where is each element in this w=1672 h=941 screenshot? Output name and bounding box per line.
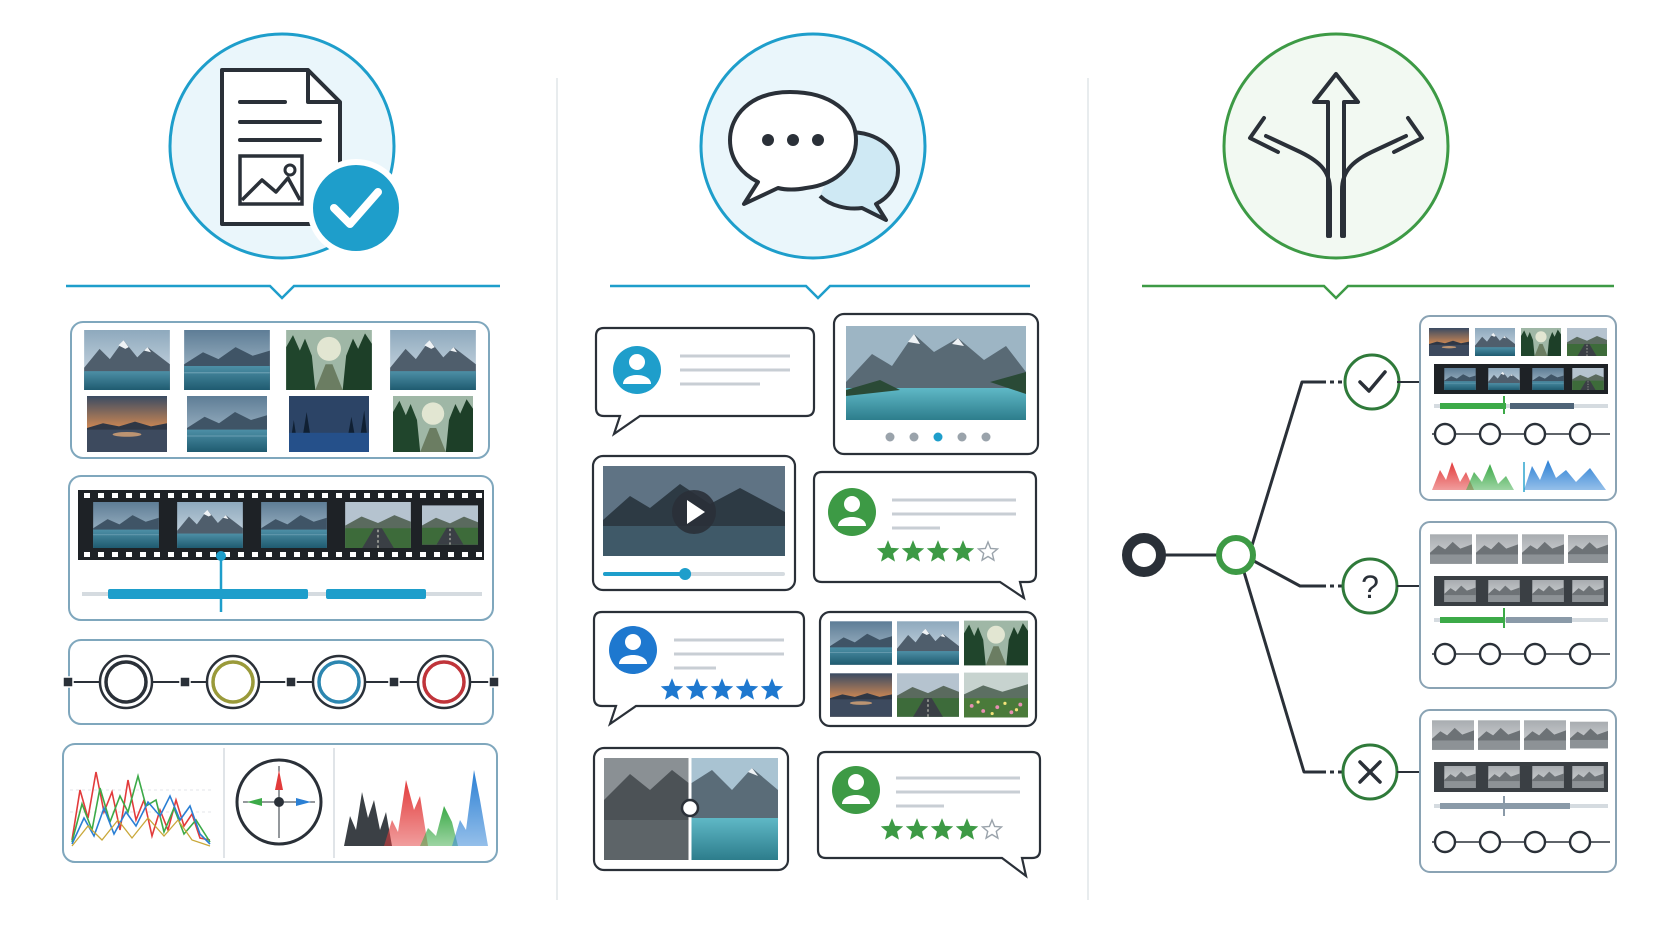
rgb-area-histogram [344,770,488,846]
star-filled-icon [901,540,925,562]
review-bubble[interactable] [592,610,806,727]
star-rating [660,678,784,700]
image-gallery [818,610,1038,728]
start-node[interactable] [1122,533,1166,577]
star-filled-icon [735,678,759,700]
carousel-image[interactable] [846,326,1026,420]
histogram-card [62,743,498,863]
color-ring[interactable] [416,654,472,710]
sequence-node[interactable] [62,676,74,688]
carousel-dot[interactable] [885,432,895,442]
outcome-card-rejected[interactable] [1419,709,1617,873]
star-filled-icon [710,678,734,700]
sequence-node[interactable] [179,676,191,688]
outcome-card-pending[interactable] [1419,521,1617,689]
compare-before-image [604,758,690,860]
color-ring[interactable] [311,654,367,710]
carousel-dot[interactable] [981,432,991,442]
avatar [828,488,876,536]
star-rating [880,818,1004,840]
star-filled-icon [685,678,709,700]
section-divider [610,284,1030,300]
star-empty-icon [976,540,1000,562]
avatar [609,626,657,674]
column-verification [62,32,500,863]
star-filled-icon [955,818,979,840]
column-decision: ? [1122,32,1617,873]
playhead-handle[interactable] [216,551,226,561]
carousel-dot-active[interactable] [933,432,943,442]
star-filled-icon [880,818,904,840]
star-empty-icon [980,818,1004,840]
star-filled-icon [951,540,975,562]
rgb-line-histogram [70,771,214,847]
question-mark: ? [1361,569,1379,605]
outcome-card-approved[interactable] [1419,315,1617,501]
avatar [832,766,880,814]
sequence-node[interactable] [285,676,297,688]
star-filled-icon [926,540,950,562]
section-divider [66,284,500,300]
star-filled-icon [876,540,900,562]
compare-handle[interactable] [680,798,700,818]
color-ring[interactable] [205,654,261,710]
review-bubble[interactable] [594,326,816,437]
play-button[interactable] [672,490,716,534]
column-feedback [591,32,1042,879]
timeline-segment[interactable] [326,589,426,599]
video-scrubber[interactable] [679,568,692,580]
star-filled-icon [660,678,684,700]
chat-bubbles-icon [699,32,927,260]
branching-arrows-icon [1222,32,1450,260]
avatar [613,346,661,394]
image-carousel [832,312,1040,456]
review-bubble[interactable] [816,750,1042,879]
star-rating [876,540,1000,562]
film-sprockets [84,493,482,557]
question-icon[interactable]: ? [1341,557,1399,615]
star-filled-icon [930,818,954,840]
compare-after-image [690,758,778,860]
color-rings [98,654,472,710]
sequence-node[interactable] [388,676,400,688]
document-check-icon [168,32,405,260]
color-ring-card [62,639,500,725]
decision-tree: ? [1122,353,1420,801]
carousel-dot[interactable] [957,432,967,442]
review-bubble[interactable] [812,470,1038,601]
color-ring[interactable] [98,654,154,710]
video-player [591,454,797,592]
carousel-dot[interactable] [909,432,919,442]
star-filled-icon [760,678,784,700]
carousel-dots[interactable] [885,432,991,442]
timeline-segment[interactable] [108,589,308,599]
compass-dial-icon[interactable] [235,758,323,846]
before-after-compare [592,746,790,872]
cross-icon[interactable] [1341,743,1399,801]
filmstrip-card [68,475,494,621]
branch-node[interactable] [1216,535,1256,575]
section-divider [1142,284,1614,300]
sequence-node[interactable] [488,676,500,688]
image-grid-card [70,321,490,459]
star-filled-icon [905,818,929,840]
check-icon[interactable] [1343,353,1401,411]
